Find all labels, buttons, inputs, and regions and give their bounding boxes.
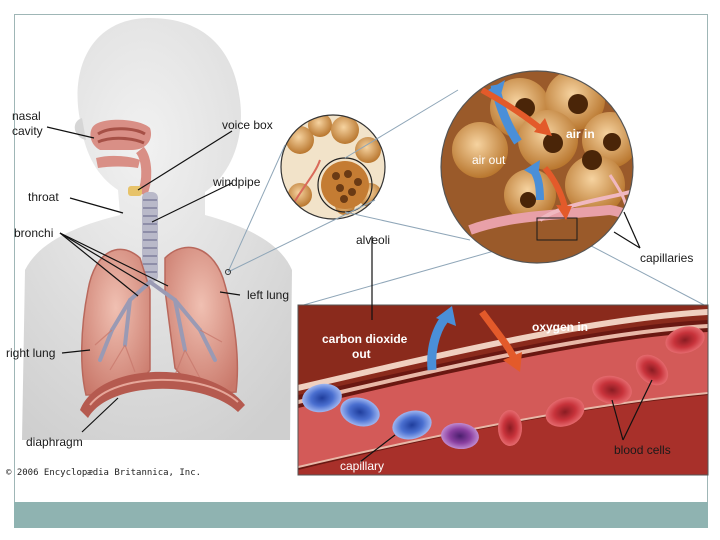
label-bronchi: bronchi (14, 226, 53, 240)
leader-lines (46, 126, 653, 463)
label-nasal-cavity-line2: cavity (12, 124, 43, 138)
copyright-credit: © 2006 Encyclopædia Britannica, Inc. (6, 468, 201, 478)
diaphragm-shape (80, 371, 245, 418)
label-carbon-dioxide-out-line1: carbon dioxide (322, 332, 408, 346)
label-oxygen-in: oxygen in (532, 320, 588, 334)
label-capillary: capillary (340, 459, 384, 473)
label-diaphragm: diaphragm (26, 435, 83, 449)
top-frame-line (14, 14, 708, 15)
label-voice-box: voice box (222, 118, 273, 132)
nasal-cavity-shape (90, 119, 152, 197)
bottom-accent-bar (14, 502, 708, 528)
label-throat: throat (28, 190, 59, 204)
label-right-lung: right lung (6, 346, 55, 360)
voice-box-shape (128, 186, 142, 196)
alveoli-zoom-view (440, 70, 634, 264)
bronchi-shape (98, 280, 217, 362)
label-windpipe: windpipe (212, 175, 261, 189)
label-nasal-cavity-line1: nasal (12, 109, 41, 123)
right-frame-line (707, 14, 708, 502)
label-alveoli: alveoli (356, 233, 390, 247)
capillary-panel (297, 304, 709, 476)
label-air-in: air in (566, 127, 595, 141)
label-capillaries: capillaries (640, 251, 693, 265)
label-carbon-dioxide-out-line2: out (352, 347, 371, 361)
label-air-out: air out (472, 153, 506, 167)
windpipe-shape (142, 192, 158, 282)
label-left-lung: left lung (247, 288, 289, 302)
label-blood-cells: blood cells (614, 443, 671, 457)
left-frame-line (14, 14, 15, 502)
